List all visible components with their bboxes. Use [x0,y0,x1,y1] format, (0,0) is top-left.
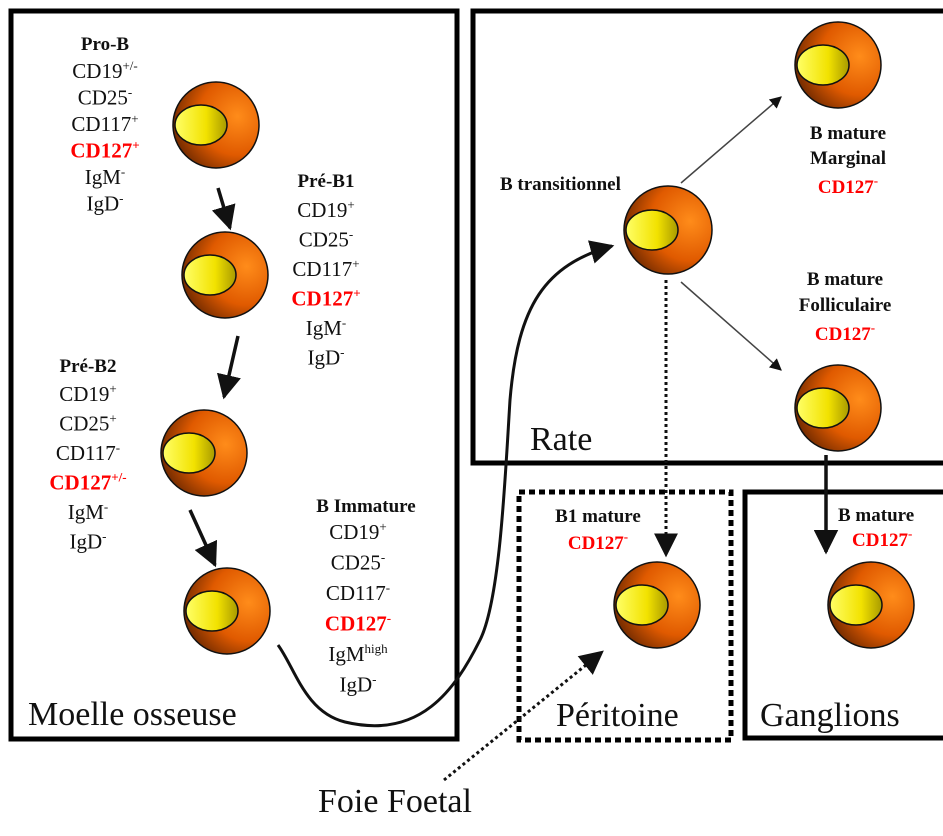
b1-mature-title: B1 mature [555,506,641,527]
arrow-pro-to-preb1 [211,187,236,231]
peritoneum-box [516,489,734,743]
pre-b1-title: Pré-B1 [298,171,355,192]
pre-b2-marker-cd117: CD117- [56,440,120,465]
cell-b-transitional [623,185,713,275]
pre-b2-marker-cd25: CD25+ [59,411,117,436]
pre-b1-marker-igd: IgD- [307,345,344,370]
pre-b2-marker-igm: IgM- [68,499,109,524]
b-immature-marker-cd25: CD25- [331,550,386,575]
pro-b-marker-igd: IgD- [86,191,123,216]
cell-b1-mature [613,561,701,649]
spleen-box [470,8,943,466]
fetal-liver-label: Foie Foetal [318,783,472,820]
b-marginal-marker: CD127- [818,173,878,198]
pro-b-marker-igm: IgM- [85,164,126,189]
pro-b-marker-cd117: CD117+ [71,111,138,136]
b-immature-marker-cd117: CD117- [326,580,390,605]
pre-b1-marker-cd25: CD25- [299,227,354,252]
b-transitional-title: B transitionnel [500,174,621,195]
arrow-transitional-to-marginal [680,96,782,184]
b-follicular-title-1: B mature [807,269,883,290]
cell-pro-b [172,81,260,169]
spleen-label: Rate [530,421,592,458]
arrow-preb1-to-preb2 [216,335,241,400]
cell-b-immature [183,567,271,655]
b-immature-marker-cd127: CD127- [325,611,391,636]
arrow-fetal-liver-to-b1 [443,650,604,782]
b-immature-marker-igm: IgMhigh [328,641,388,666]
pre-b2-marker-cd19: CD19+ [59,381,117,406]
bone-marrow-box [8,8,460,742]
pro-b-marker-cd25: CD25- [78,85,133,110]
pre-b1-marker-cd127: CD127+ [291,286,360,311]
bone-marrow-label: Moelle osseuse [28,696,237,733]
b-mature-node-title: B mature [838,505,914,526]
arrow-immature-to-transitional [276,240,615,728]
cell-b-follicular [794,364,882,452]
pre-b1-markers: CD19+ CD25- CD117+ CD127+ IgM- IgD- [291,197,360,370]
cell-pre-b1 [181,231,269,319]
pro-b-title: Pro-B [81,34,130,55]
arrow-preb2-to-immature [188,509,218,568]
b-follicular-marker: CD127- [815,320,875,345]
b-immature-marker-igd: IgD- [339,672,376,697]
arrow-transitional-to-follicular [680,281,782,371]
cell-b-mature-node [827,561,915,649]
b-immature-title: B Immature [316,496,415,517]
pre-b1-marker-igm: IgM- [306,315,347,340]
b-mature-node-marker: CD127- [852,526,912,551]
pre-b2-markers: CD19+ CD25+ CD117- CD127+/- IgM- IgD- [49,381,126,554]
cell-b-marginal [794,21,882,109]
pro-b-markers: CD19+/-CD25-CD117+CD127+IgM-IgD- [70,58,139,216]
pro-b-marker-cd19: CD19+/- [72,58,137,83]
lymph-nodes-label: Ganglions [760,697,900,734]
b-immature-marker-cd19: CD19+ [329,519,387,544]
b-marginal-title-2: Marginal [810,148,886,169]
peritoneum-label: Péritoine [556,697,679,734]
pre-b1-marker-cd117: CD117+ [292,256,359,281]
pre-b2-marker-igd: IgD- [69,529,106,554]
pre-b2-marker-cd127: CD127+/- [49,470,126,495]
pro-b-marker-cd127: CD127+ [70,138,139,163]
pre-b1-marker-cd19: CD19+ [297,197,355,222]
lymph-node-box [742,489,943,741]
b-follicular-title-2: Folliculaire [799,295,892,316]
b-marginal-title-1: B mature [810,123,886,144]
pre-b2-title: Pré-B2 [60,356,117,377]
b1-mature-marker: CD127- [568,529,628,554]
cell-pre-b2 [160,409,248,497]
